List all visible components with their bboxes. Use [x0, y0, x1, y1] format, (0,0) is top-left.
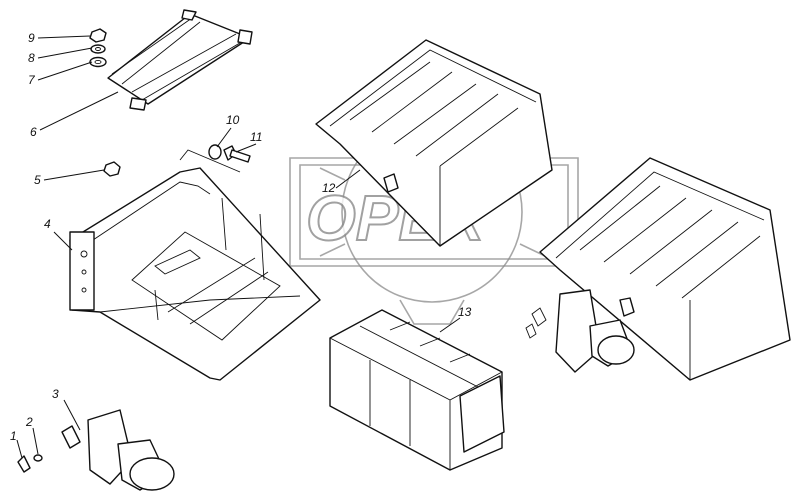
part-10-washer — [208, 144, 222, 160]
dimension-bracket — [179, 149, 241, 173]
part-13-battery — [329, 309, 505, 471]
battery-switch-assembled — [525, 289, 635, 373]
assembled-battery-box — [539, 157, 791, 381]
callout-4: 4 — [44, 217, 51, 231]
part-5-nut — [103, 161, 121, 177]
part-1-screw — [17, 455, 31, 473]
callout-11: 11 — [250, 130, 262, 144]
callout-1: 1 — [10, 429, 17, 443]
callout-6: 6 — [30, 125, 37, 139]
part-8-washer — [90, 44, 106, 54]
part-7-washer — [89, 56, 107, 68]
part-6-clamp-frame — [107, 9, 253, 111]
leader-lines — [16, 35, 461, 459]
callout-10: 10 — [226, 113, 240, 127]
part-11-bolt — [223, 145, 251, 163]
callout-13: 13 — [458, 305, 472, 319]
callout-5: 5 — [34, 173, 41, 187]
part-9-nut — [89, 28, 107, 43]
part-4-battery-tray — [69, 167, 321, 381]
callout-9: 9 — [28, 31, 35, 45]
callout-12: 12 — [322, 181, 336, 195]
callout-8: 8 — [28, 51, 35, 65]
part-2-washer — [33, 454, 43, 462]
callout-7: 7 — [28, 73, 36, 87]
callout-3: 3 — [52, 387, 59, 401]
part-12-battery-cover — [315, 39, 553, 247]
callout-2: 2 — [25, 415, 33, 429]
part-3-battery-switch — [61, 409, 175, 491]
